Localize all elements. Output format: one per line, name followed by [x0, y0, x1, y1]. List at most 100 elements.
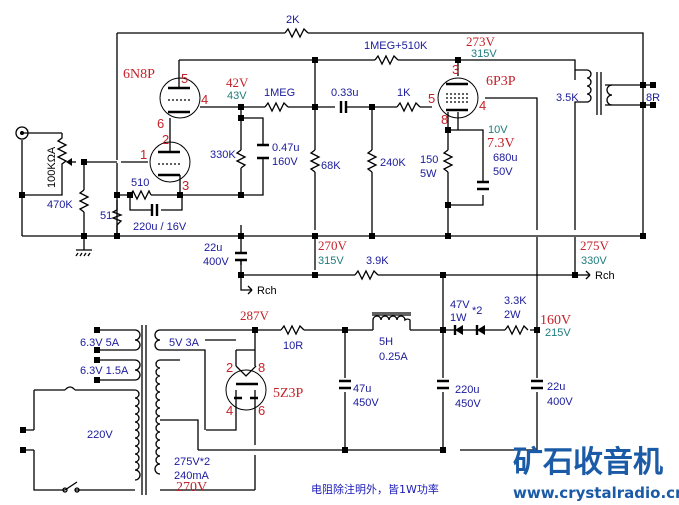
- tube-6n8p-upper: [159, 77, 201, 119]
- label-400v-b: 400V: [547, 396, 573, 408]
- label-5v-3a: 5V 3A: [169, 337, 200, 349]
- choke-5h: [372, 312, 411, 330]
- pin-4: 4: [201, 92, 208, 107]
- label-1meg-510k: 1MEG+510K: [364, 40, 428, 52]
- voltage-315v-plate: 315V: [471, 48, 497, 60]
- pin-1: 1: [140, 147, 147, 162]
- label-470k: 470K: [47, 199, 73, 211]
- voltage-10v: 10V: [488, 124, 508, 136]
- capacitors: [150, 101, 543, 390]
- voltage-275v: 275V: [580, 238, 610, 253]
- ground-icon: [75, 249, 92, 257]
- label-330k: 330K: [210, 149, 236, 161]
- zener-diode-2: [477, 325, 485, 335]
- resistor-3-3k: [504, 324, 529, 336]
- voltage-330v: 330V: [581, 255, 607, 267]
- label-2k: 2K: [286, 14, 300, 26]
- pin-5: 5: [181, 71, 188, 86]
- resistor-1meg: [264, 101, 289, 113]
- cap-47u: [339, 379, 351, 390]
- label-240k: 240K: [380, 157, 406, 169]
- output-transformer: [574, 69, 613, 115]
- resistor-330k: [235, 149, 247, 169]
- resistor-510: [129, 189, 152, 201]
- tube-name-5z3p: 5Z3P: [273, 386, 304, 401]
- voltage-315v-bplus: 315V: [318, 255, 344, 267]
- label-160v-cap: 160V: [272, 156, 298, 168]
- label-240ma: 240mA: [174, 470, 210, 482]
- label-47u: 47u: [353, 383, 371, 395]
- pin-5z3p-6: 6: [258, 403, 265, 418]
- voltage-215v: 215V: [545, 327, 571, 339]
- tube-6p3p: [437, 77, 479, 130]
- tube-name-6p3p: 6P3P: [486, 74, 516, 89]
- voltage-270v-bplus: 270V: [318, 238, 348, 253]
- feedback-wire: [117, 32, 644, 236]
- resistor-68k: [309, 149, 321, 173]
- label-22u-b: 22u: [547, 381, 565, 393]
- label-heater-5a: 6.3V 5A: [80, 337, 120, 349]
- zener-diode-1: [455, 325, 463, 335]
- label-5w: 5W: [420, 168, 437, 180]
- label-220v: 220V: [87, 429, 113, 441]
- pin-6: 6: [157, 116, 164, 131]
- pin-3: 3: [182, 178, 189, 193]
- label-22u-a: 22u: [204, 242, 222, 254]
- voltage-270v-secondary: 270V: [176, 480, 207, 495]
- cap-0-47u: [257, 143, 269, 160]
- label-3-3k: 3.3K: [504, 295, 527, 307]
- pin-5z3p-8: 8: [258, 360, 265, 375]
- voltage-43v: 43V: [227, 90, 247, 102]
- label-450v-b: 450V: [455, 398, 481, 410]
- label-0-47u: 0.47u: [272, 142, 300, 154]
- input-jack-icon: [15, 126, 29, 140]
- label-5h: 5H: [379, 336, 393, 348]
- resistor-51: [111, 209, 123, 226]
- junctions: [19, 57, 656, 453]
- label-220u: 220u: [455, 384, 479, 396]
- tube-name-6n8p: 6N8P: [123, 67, 155, 82]
- label-0-25a: 0.25A: [379, 351, 408, 363]
- label-3-5k: 3.5K: [556, 92, 579, 104]
- resistor-470k: [78, 189, 90, 213]
- resistor-10r: [280, 324, 305, 336]
- volume-pot: [56, 133, 68, 178]
- watermark-url: www.crystalradio.cn: [513, 484, 679, 502]
- resistor-2k: [284, 27, 309, 39]
- label-heater-1-5a: 6.3V 1.5A: [80, 365, 129, 377]
- cap-22u-400v-a: [235, 251, 247, 262]
- resistor-1meg-510k: [374, 54, 399, 66]
- label-2w: 2W: [504, 309, 521, 321]
- cap-22u-400v-b: [531, 379, 543, 390]
- pin-2: 2: [162, 132, 169, 147]
- label-8r: 8R: [646, 92, 660, 104]
- label-50v: 50V: [493, 166, 513, 178]
- label-220u-16v: 220u / 16V: [133, 221, 187, 233]
- label-510: 510: [131, 177, 149, 189]
- label-400v-a: 400V: [203, 256, 229, 268]
- label-1k: 1K: [397, 87, 411, 99]
- label-51: 51: [100, 210, 112, 222]
- footnote: 电阻除注明外，皆1W功率: [311, 482, 439, 496]
- label-150: 150: [420, 154, 438, 166]
- label-1meg: 1MEG: [264, 87, 295, 99]
- pin-6p3p-4: 4: [479, 98, 486, 113]
- rch-arrow-icon-1: [247, 285, 253, 295]
- label-680u: 680u: [493, 152, 517, 164]
- plate-supply-wire: [179, 59, 576, 70]
- pin-5z3p-4: 4: [226, 403, 233, 418]
- label-450v-a: 450V: [353, 397, 379, 409]
- rch-arrow-icon-2: [585, 270, 591, 280]
- pin-6p3p-5: 5: [428, 91, 435, 106]
- label-68k: 68K: [321, 160, 341, 172]
- resistor-1k: [396, 101, 421, 113]
- pin-6p3p-8: 8: [441, 112, 448, 127]
- cap-680u: [477, 180, 489, 191]
- watermark-brand: 矿石收音机: [513, 445, 663, 480]
- label-1w: 1W: [450, 312, 467, 324]
- cap-220u-450v: [437, 379, 449, 390]
- resistor-3-9k: [354, 269, 379, 281]
- voltage-287v: 287V: [240, 308, 270, 323]
